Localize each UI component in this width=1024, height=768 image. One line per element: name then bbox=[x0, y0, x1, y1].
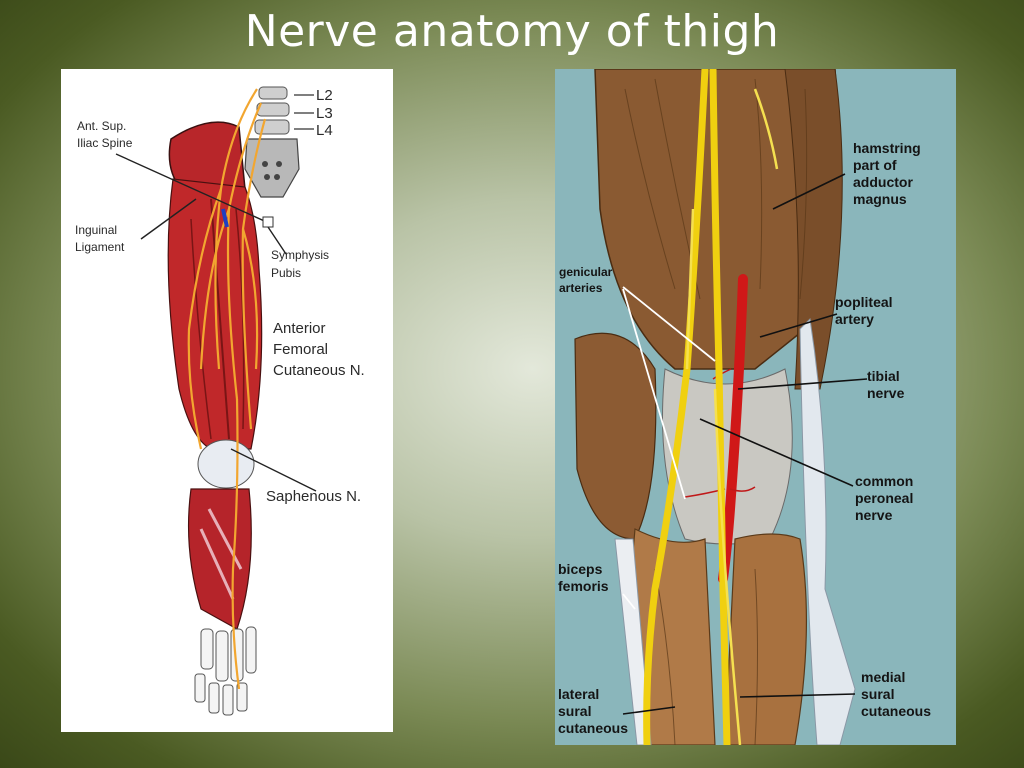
label-lateral-1: lateral bbox=[558, 686, 599, 702]
femoral-nerve-branches bbox=[187, 88, 267, 690]
label-lateral-2: sural bbox=[558, 703, 591, 719]
label-lateral-3: cutaneous bbox=[558, 720, 628, 736]
label-hamstring-3: adductor bbox=[853, 174, 913, 190]
label-genicular-2: arteries bbox=[559, 281, 603, 295]
label-genicular-1: genicular bbox=[559, 265, 613, 279]
anterior-leg-figure: L2 L3 L4 Ant. Sup. Iliac Spine Inguinal … bbox=[61, 69, 393, 732]
label-popliteal-1: popliteal bbox=[835, 294, 893, 310]
label-l2: L2 bbox=[316, 87, 333, 104]
label-saphenous: Saphenous N. bbox=[266, 488, 361, 505]
label-asis-1: Ant. Sup. bbox=[77, 119, 126, 133]
lumbar-spine-icon bbox=[244, 86, 300, 198]
label-symphysis-2: Pubis bbox=[271, 266, 301, 280]
sciatic-nerve-branches bbox=[643, 69, 731, 745]
label-medial-2: sural bbox=[861, 686, 894, 702]
label-biceps-1: biceps bbox=[558, 561, 603, 577]
label-inguinal-1: Inguinal bbox=[75, 223, 117, 237]
label-hamstring-4: magnus bbox=[853, 191, 907, 207]
label-medial-1: medial bbox=[861, 669, 905, 685]
label-inguinal-2: Ligament bbox=[75, 240, 125, 254]
slide-title: Nerve anatomy of thigh bbox=[244, 6, 780, 57]
label-afcn-2: Femoral bbox=[273, 341, 328, 358]
label-peroneal-3: nerve bbox=[855, 507, 893, 523]
label-afcn-3: Cutaneous N. bbox=[273, 362, 365, 379]
label-afcn-1: Anterior bbox=[273, 320, 326, 337]
popliteal-fossa-figure: hamstring part of adductor magnus genicu… bbox=[555, 69, 956, 745]
label-biceps-2: femoris bbox=[558, 578, 609, 594]
label-l4: L4 bbox=[316, 122, 333, 139]
label-tibial-2: nerve bbox=[867, 385, 905, 401]
anterior-leg-illustration: L2 L3 L4 Ant. Sup. Iliac Spine Inguinal … bbox=[75, 86, 365, 716]
label-tibial-1: tibial bbox=[867, 368, 900, 384]
label-asis-2: Iliac Spine bbox=[77, 136, 133, 150]
label-medial-3: cutaneous bbox=[861, 703, 931, 719]
label-peroneal-1: common bbox=[855, 473, 913, 489]
label-hamstring-1: hamstring bbox=[853, 140, 921, 156]
label-l3: L3 bbox=[316, 105, 333, 122]
label-symphysis-1: Symphysis bbox=[271, 248, 329, 262]
label-hamstring-2: part of bbox=[853, 157, 897, 173]
popliteal-fossa-illustration: hamstring part of adductor magnus genicu… bbox=[558, 69, 931, 745]
label-popliteal-2: artery bbox=[835, 311, 874, 327]
label-peroneal-2: peroneal bbox=[855, 490, 913, 506]
